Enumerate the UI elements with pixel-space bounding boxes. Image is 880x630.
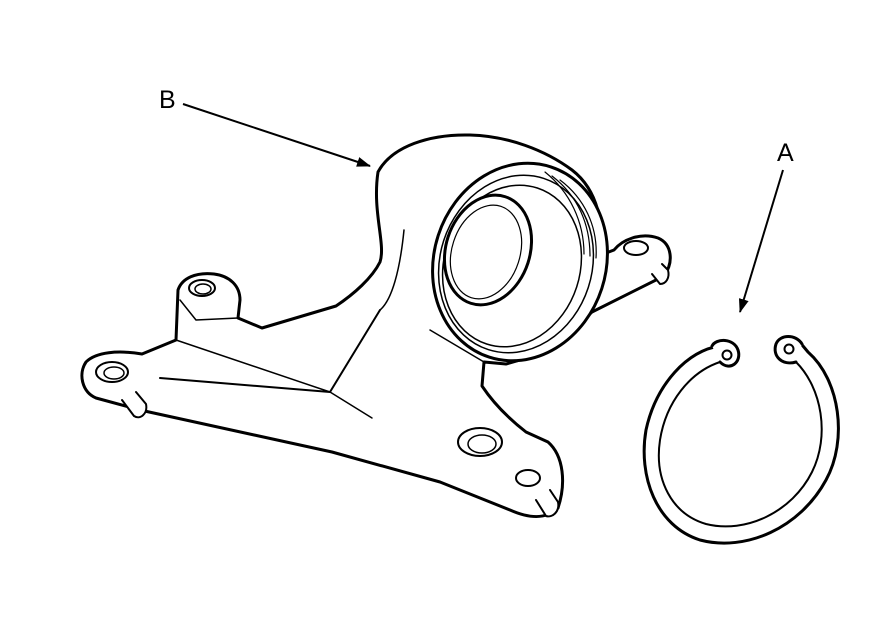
mount-hole-left-inner: [103, 366, 125, 380]
rib-upper: [379, 229, 405, 311]
rib-back: [175, 339, 331, 393]
snap-ring-lug-right-hole: [783, 343, 795, 355]
snap-ring-lug-right: [773, 335, 804, 365]
leader-arrow-b: [182, 103, 371, 167]
snap-ring-inner-edge: [657, 361, 823, 528]
snap-ring-lug-left: [710, 339, 741, 368]
housing-groove-2: [551, 175, 591, 257]
bearing-bore-inner: [449, 204, 523, 300]
locating-pin-right: [651, 263, 670, 285]
mount-hole-rear: [188, 279, 216, 297]
snap-ring: [642, 335, 840, 545]
housing-groove-3: [544, 171, 585, 255]
locating-pin-left: [121, 391, 148, 419]
leader-arrow-a: [738, 169, 784, 313]
lug-rear-left-edge: [179, 299, 239, 321]
bearing-bracket: [80, 133, 672, 518]
bearing-bore: [442, 193, 534, 307]
snap-ring-outer-edge: [642, 338, 840, 545]
mount-hole-right-upper: [623, 240, 649, 256]
rib-right: [429, 329, 485, 363]
mount-hole-front: [457, 427, 503, 457]
callout-label-b: B: [159, 86, 176, 114]
mount-hole-front-inner: [467, 434, 497, 454]
snap-ring-lug-left-hole: [721, 349, 733, 361]
locating-pin-front: [535, 489, 560, 518]
callout-label-a: A: [777, 139, 794, 167]
housing-groove-1: [559, 179, 597, 259]
mount-hole-rear-inner: [194, 283, 212, 295]
bearing-seal-ring: [437, 174, 595, 354]
rib-front: [329, 391, 373, 419]
mount-hole-left: [95, 361, 129, 383]
mount-hole-right-front: [515, 469, 541, 487]
